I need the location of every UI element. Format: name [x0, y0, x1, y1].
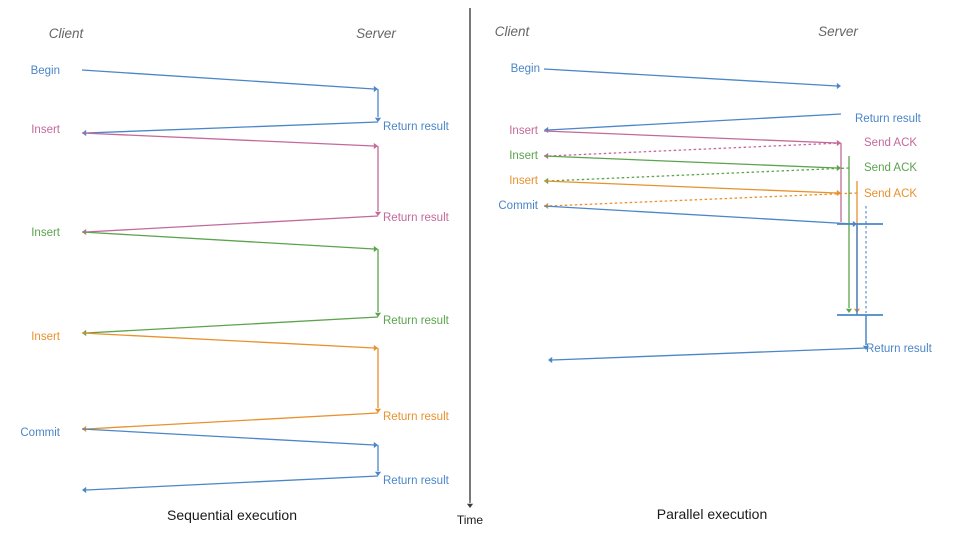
message-sequential-4-label: Insert [31, 227, 61, 239]
message-parallel-8-label: Commit [498, 200, 538, 212]
message-parallel-5-line [547, 167, 850, 182]
message-sequential-6-line [81, 332, 375, 349]
message-parallel-8-line [543, 205, 854, 225]
message-sequential-9-label: Return result [383, 475, 450, 487]
message-sequential-5-label: Return result [383, 315, 450, 327]
message-parallel-0-label: Begin [511, 63, 540, 75]
panel-caption-parallel: Parallel execution [657, 506, 768, 522]
message-parallel-0-line [543, 68, 838, 87]
message-sequential-8-label: Commit [20, 427, 60, 439]
message-parallel-5-label: Send ACK [864, 162, 917, 174]
actor-label-client-parallel: Client [495, 24, 531, 39]
panel-caption-sequential: Sequential execution [167, 507, 297, 523]
message-parallel-9-arrowhead [548, 356, 553, 364]
message-sequential-2-arrowhead [373, 142, 378, 150]
message-parallel-7-label: Send ACK [864, 188, 917, 200]
message-sequential-6-label: Insert [31, 331, 61, 343]
message-parallel-4-line [543, 155, 838, 169]
message-sequential-4-arrowhead [373, 245, 378, 253]
activation-arrowhead-sequential-1 [374, 211, 382, 216]
message-sequential-0-line [81, 69, 375, 90]
message-parallel-1-line [547, 113, 842, 131]
message-sequential-3-line [85, 215, 379, 233]
message-parallel-4-label: Insert [509, 150, 539, 162]
message-sequential-2-label: Insert [31, 124, 61, 136]
actor-label-server-sequential: Server [356, 26, 396, 41]
message-parallel-8-arrowhead [852, 220, 857, 228]
message-parallel-6-label: Insert [509, 175, 539, 187]
message-sequential-4-line [81, 231, 375, 250]
message-sequential-0-label: Begin [31, 65, 60, 77]
message-sequential-9-line [85, 475, 379, 491]
message-parallel-7-line [547, 192, 858, 207]
message-sequential-8-arrowhead [373, 441, 378, 449]
message-sequential-2-line [81, 132, 375, 147]
message-parallel-2-line [543, 130, 838, 144]
message-parallel-1-arrowhead [544, 126, 549, 134]
message-sequential-3-label: Return result [383, 212, 450, 224]
activation-arrowhead-sequential-2 [374, 312, 382, 317]
actor-label-server-parallel: Server [818, 24, 858, 39]
message-sequential-1-label: Return result [383, 121, 450, 133]
message-parallel-3-label: Send ACK [864, 137, 917, 149]
message-parallel-0-arrowhead [836, 82, 841, 90]
message-parallel-2-label: Insert [509, 125, 539, 137]
message-parallel-3-line [547, 142, 842, 157]
message-sequential-6-arrowhead [373, 344, 378, 352]
activation-arrowhead-sequential-4 [374, 471, 382, 476]
actor-label-client-sequential: Client [49, 26, 85, 41]
message-sequential-5-line [85, 316, 379, 334]
message-sequential-7-line [85, 412, 379, 430]
worker-lane-arrowhead-green [845, 308, 853, 313]
message-sequential-0-arrowhead [373, 85, 378, 93]
message-parallel-9-label: Return result [866, 343, 933, 355]
message-parallel-9-line [551, 347, 867, 361]
final-lane-arrowhead-parallel [862, 345, 870, 350]
time-axis-arrowhead [466, 503, 474, 508]
message-sequential-7-label: Return result [383, 411, 450, 423]
message-parallel-6-arrowhead [836, 189, 841, 197]
activation-arrowhead-sequential-0 [374, 117, 382, 122]
message-sequential-1-line [85, 121, 379, 134]
message-parallel-6-line [543, 180, 838, 194]
activation-arrowhead-sequential-3 [374, 408, 382, 413]
message-sequential-8-line [81, 428, 375, 446]
message-parallel-1-label: Return result [855, 113, 922, 125]
message-sequential-9-arrowhead [82, 486, 87, 494]
time-axis-label: Time [457, 513, 484, 527]
